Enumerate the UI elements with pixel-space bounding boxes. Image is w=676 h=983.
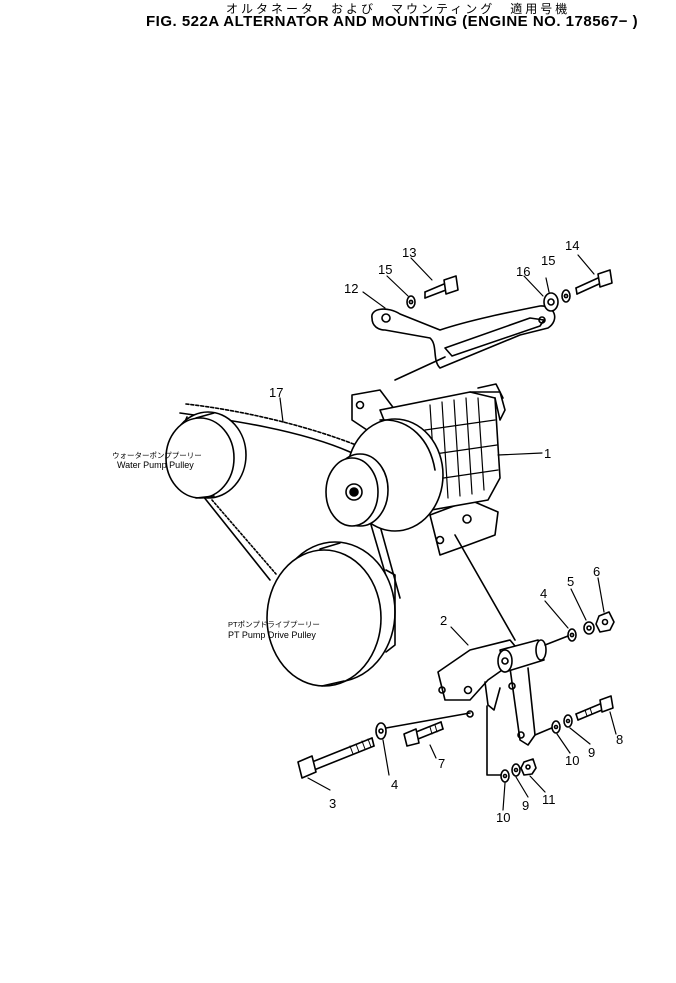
lock-washer-9-right [563, 714, 573, 728]
water-pump-pulley [165, 411, 247, 499]
callout-5: 5 [567, 574, 574, 589]
callout-15-left: 15 [378, 262, 392, 277]
pt-pump-label-jp: PTポンプドライブプーリー [228, 619, 320, 629]
washer-10-right [551, 720, 561, 734]
callout-16: 16 [516, 264, 530, 279]
alternator-pulley [325, 453, 389, 527]
callout-9-lower: 9 [522, 798, 529, 813]
callout-15-right: 15 [541, 253, 555, 268]
callout-10-right: 10 [565, 753, 579, 768]
pt-pump-drive-pulley [266, 541, 396, 687]
callout-4-upper: 4 [540, 586, 547, 601]
lock-washer-9-lower [511, 763, 521, 777]
callout-1: 1 [544, 446, 551, 461]
callout-4-lower: 4 [391, 777, 398, 792]
callout-3: 3 [329, 796, 336, 811]
callout-leaders [279, 254, 617, 811]
bolt-8 [575, 695, 614, 721]
assembly-line-washer4 [544, 635, 569, 646]
callout-8: 8 [616, 732, 623, 747]
callout-2: 2 [440, 613, 447, 628]
pt-pump-label-en: PT Pump Drive Pulley [228, 630, 316, 640]
lock-washer-5 [583, 621, 595, 635]
washer-15-right [561, 289, 571, 303]
bolt-14 [575, 269, 613, 295]
assembly-line-alt-bracket [454, 534, 516, 641]
pulley-labels: ウォーターポンププーリー Water Pump Pulley PTポンプドライブ… [112, 451, 320, 640]
water-pump-label-en: Water Pump Pulley [117, 460, 194, 470]
callout-numbers: 1 2 3 4 4 5 6 7 8 9 9 10 10 11 12 13 14 … [269, 238, 623, 825]
nut-11 [520, 758, 537, 776]
callout-12: 12 [344, 281, 358, 296]
adjusting-link [371, 305, 556, 381]
callout-9-right: 9 [588, 745, 595, 760]
water-pump-label-jp: ウォーターポンププーリー [112, 451, 202, 460]
washer-15-left [406, 295, 416, 309]
bolt-13 [424, 275, 459, 299]
figure-title: FIG. 522A ALTERNATOR AND MOUNTING (ENGIN… [146, 13, 639, 30]
title-japanese: オルタネータ および マウンティング 適用号機 [226, 2, 571, 16]
callout-11: 11 [542, 792, 556, 807]
washer-10-lower [500, 769, 510, 783]
callout-7: 7 [438, 756, 445, 771]
callout-14: 14 [565, 238, 579, 253]
washer-16 [543, 292, 559, 312]
callout-13: 13 [402, 245, 416, 260]
assembly-line-lower [486, 705, 504, 776]
callout-10-lower: 10 [496, 810, 510, 825]
alternator [346, 383, 506, 556]
callout-17: 17 [269, 385, 283, 400]
bolt-7 [403, 721, 444, 747]
washer-4-upper [567, 628, 577, 642]
mounting-bracket [437, 639, 547, 746]
assembly-line-bolt3 [385, 712, 471, 729]
bolt-3 [297, 737, 375, 779]
callout-6: 6 [593, 564, 600, 579]
assembly-line-right [534, 726, 555, 736]
nut-6 [595, 611, 615, 633]
washer-4-lower [375, 722, 387, 740]
